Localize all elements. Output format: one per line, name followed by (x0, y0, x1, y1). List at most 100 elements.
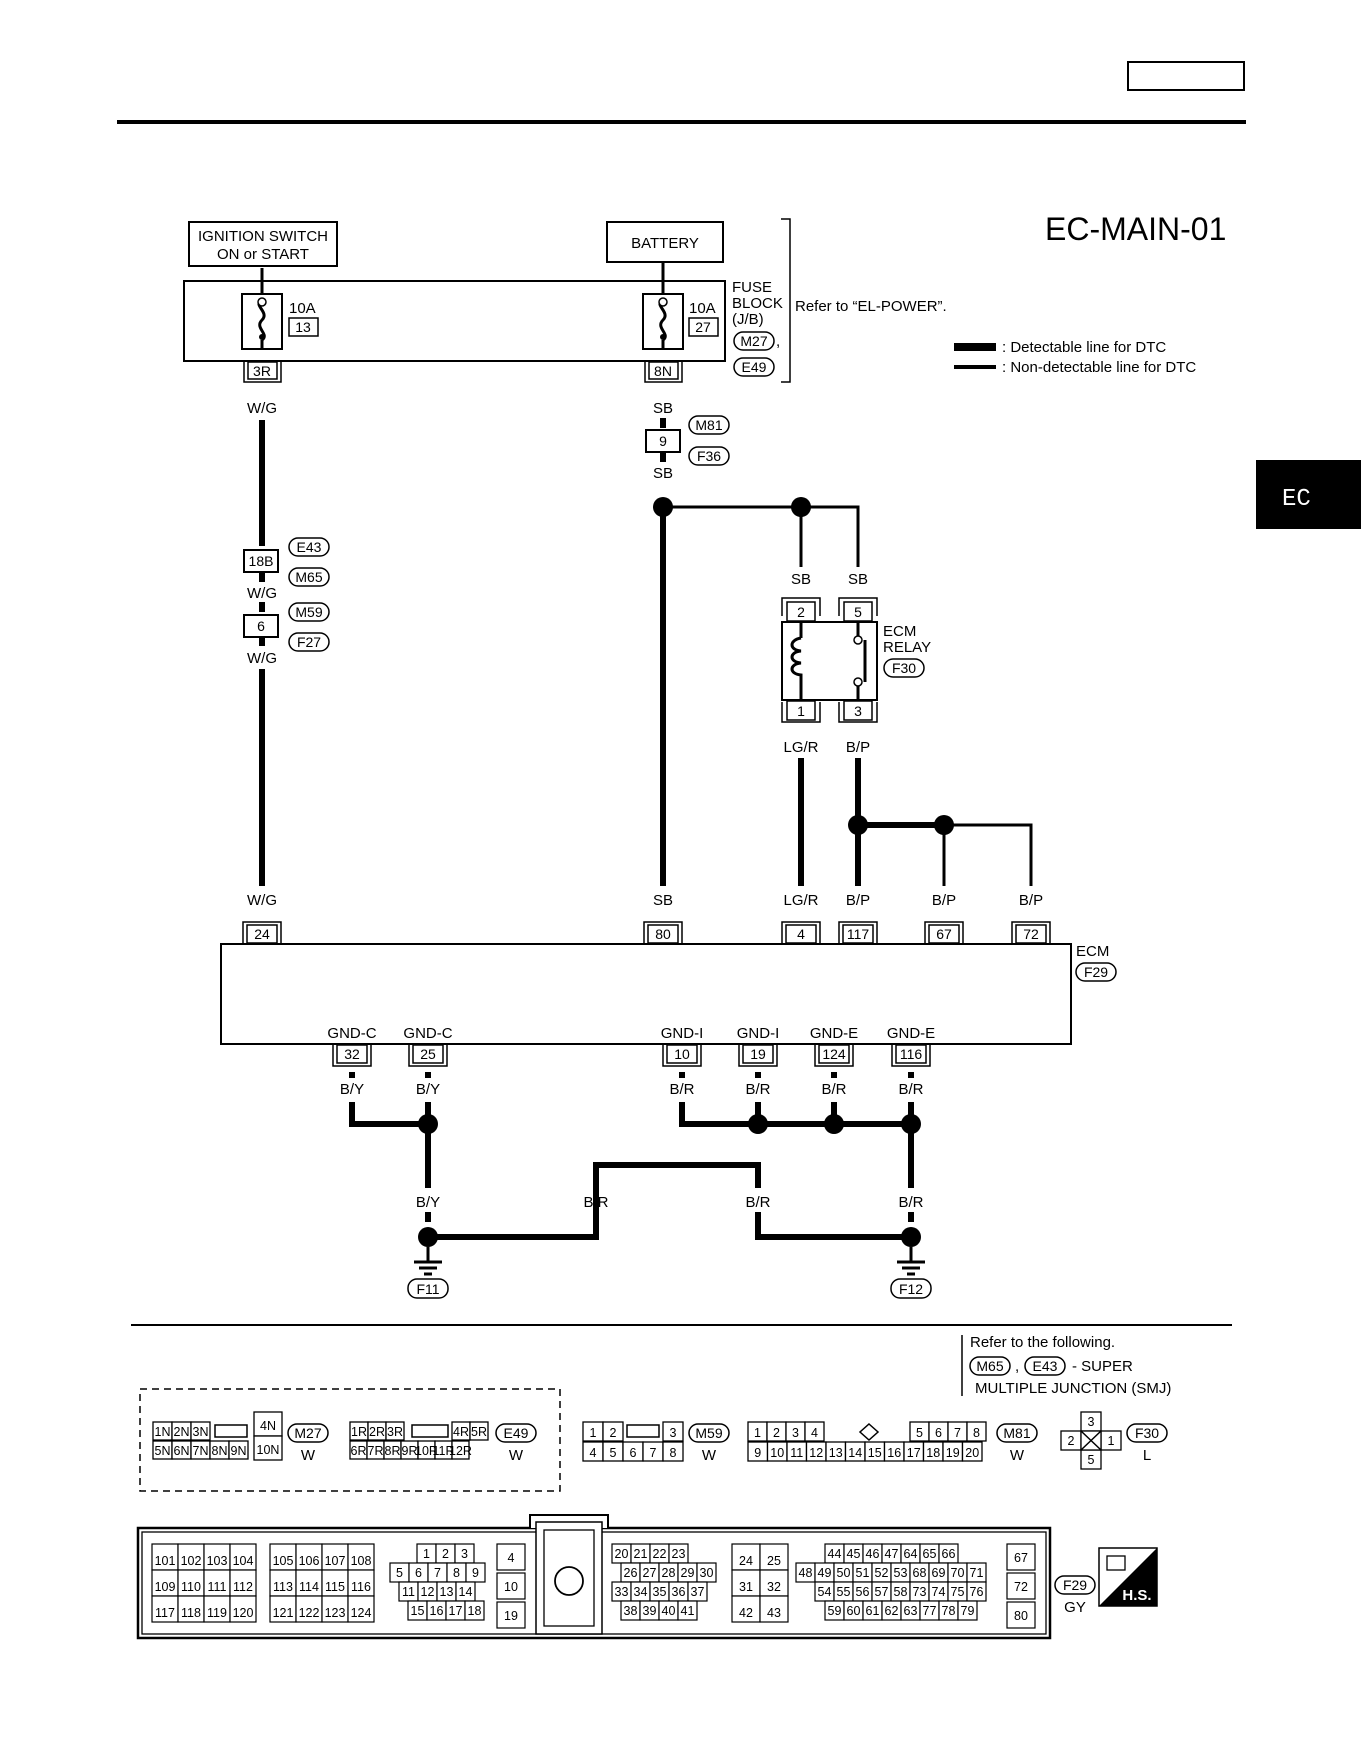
f29-cell (229, 1595, 257, 1623)
f29-pin-20: 20 (615, 1547, 629, 1561)
f29-pin-43: 43 (767, 1606, 781, 1620)
svg-text:3R: 3R (253, 363, 271, 379)
splice-br-3 (901, 1114, 921, 1134)
conn-view-e49-color: W (509, 1447, 524, 1464)
relay-pin-1 (786, 700, 816, 721)
f29-pin-113: 113 (273, 1580, 293, 1594)
f30-cross (1080, 1430, 1102, 1451)
f29-cell (957, 1600, 978, 1621)
m81-cell (804, 1421, 825, 1442)
ecm-pin-label-24: 24 (254, 926, 270, 942)
ground-splice-f12 (901, 1227, 921, 1247)
m59-pin-8: 8 (670, 1446, 677, 1460)
m27-pin-5N: 5N (155, 1444, 171, 1458)
f29-pin-16: 16 (430, 1604, 444, 1618)
f29-pin-56: 56 (856, 1585, 870, 1599)
m59-cell (662, 1441, 684, 1462)
f29-lock-hole (554, 1566, 584, 1596)
f29-pin-41: 41 (681, 1604, 695, 1618)
f29-pin-58: 58 (894, 1585, 908, 1599)
conn-view-m81 (996, 1423, 1038, 1443)
ecm-gnd-func-10: GND-I (661, 1025, 704, 1042)
f29-pin-121: 121 (273, 1606, 294, 1620)
e49-pin-2R: 2R (369, 1425, 385, 1439)
f29-cell (496, 1543, 526, 1571)
splice-br-1 (748, 1114, 768, 1134)
f29-pin-13: 13 (440, 1585, 454, 1599)
m81-pin-16: 16 (887, 1446, 901, 1460)
conn-view-f29-color: GY (1064, 1599, 1086, 1616)
f29-pin-12: 12 (421, 1585, 435, 1599)
m27-pin-10n: 10N (257, 1443, 280, 1457)
f29-pin-69: 69 (932, 1566, 946, 1580)
f29-cell (496, 1601, 526, 1629)
fuse-block-label-3: (J/B) (732, 311, 764, 328)
m59-key (626, 1424, 660, 1438)
f29-pin-114: 114 (299, 1580, 319, 1594)
f29-cell (759, 1569, 789, 1597)
f29-pin-25: 25 (767, 1554, 781, 1568)
f29-pin-50: 50 (837, 1566, 851, 1580)
fuse-13-number-box (288, 317, 319, 337)
f29-pin-1: 1 (423, 1547, 430, 1561)
f29-cell (464, 1600, 485, 1621)
ecm-pin-label-67: 67 (936, 926, 952, 942)
conn-view-e49-text: E49 (504, 1425, 529, 1441)
conn-badge-f27 (288, 632, 330, 652)
conn-badge-f36 (688, 446, 730, 466)
f29-pin-75: 75 (951, 1585, 965, 1599)
m81-pin-11: 11 (790, 1446, 803, 1460)
f29-pin-65: 65 (923, 1547, 937, 1561)
m81-pin-14: 14 (848, 1446, 862, 1460)
m27-pin-6N: 6N (174, 1444, 190, 1458)
f29-cell (759, 1595, 789, 1623)
conn-badge-f30 (883, 658, 925, 678)
ecm-wire-label-4: LG/R (783, 892, 818, 909)
f29-pin-18: 18 (468, 1604, 482, 1618)
f29-pin-21: 21 (634, 1547, 648, 1561)
wire-label-sb-2: SB (653, 465, 673, 482)
fuse-block-label-2: BLOCK (732, 295, 783, 312)
svg-text:1: 1 (797, 703, 805, 719)
conn-view-m59-text: M59 (695, 1425, 722, 1441)
f29-pin-38: 38 (624, 1604, 638, 1618)
f29-pin-31: 31 (739, 1580, 753, 1594)
smj-badge-e43 (1024, 1356, 1066, 1376)
f29-pin-23: 23 (672, 1547, 686, 1561)
ecm-gnd-func-25: GND-C (403, 1025, 452, 1042)
fuse-27-number: 27 (695, 319, 711, 335)
m59-pin-7: 7 (650, 1446, 657, 1460)
ecm-body (220, 943, 1072, 1045)
f29-cell (496, 1572, 526, 1600)
ecm-gnd-func-124: GND-E (810, 1025, 858, 1042)
ignition-switch-box (188, 221, 338, 267)
m27-pin-7N: 7N (193, 1444, 209, 1458)
ecm-pin-label-19: 19 (750, 1046, 766, 1062)
ecm-gnd-wire-32: B/Y (340, 1081, 364, 1098)
f29-pin-63: 63 (904, 1604, 918, 1618)
f29-pin-102: 102 (181, 1554, 202, 1568)
e49-pin-4R: 4R (453, 1425, 469, 1439)
e49-cell (385, 1421, 405, 1441)
f29-cell (731, 1595, 761, 1623)
ecm-gnd-func-19: GND-I (737, 1025, 780, 1042)
svg-text:5: 5 (854, 604, 862, 620)
diagram-title: EC-MAIN-01 (1045, 211, 1226, 247)
f29-pin-8: 8 (453, 1566, 460, 1580)
fuse-block-comma: , (776, 333, 780, 350)
m81-pin-10: 10 (770, 1446, 784, 1460)
m81-pin-1: 1 (754, 1426, 761, 1440)
f29-cell (759, 1543, 789, 1571)
f29-pin-122: 122 (299, 1606, 320, 1620)
f29-pin-105: 105 (273, 1554, 294, 1568)
f29-cell (347, 1595, 375, 1623)
f29-pin-29: 29 (681, 1566, 695, 1580)
ground-wire-by: B/Y (416, 1194, 440, 1211)
conn-view-m27 (287, 1423, 329, 1443)
conn-view-f29-text: F29 (1063, 1577, 1087, 1593)
f29-pin-37: 37 (691, 1585, 705, 1599)
m27-pin-4n: 4N (260, 1419, 276, 1433)
f29-pin-10: 10 (504, 1580, 518, 1594)
ecm-pin-124 (818, 1044, 850, 1064)
f29-pin-15: 15 (411, 1604, 425, 1618)
